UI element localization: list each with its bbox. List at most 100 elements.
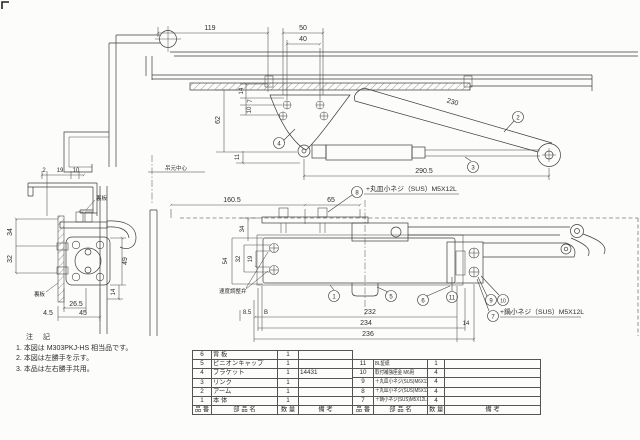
table-row: 5 ピニオンキャップ 1 [192,359,353,370]
dim-49: 49 [122,257,129,265]
table-row: 7 ＋鍋小ネジ(SUS)M5X12L 4 [352,395,541,406]
backplate-label-top: 裏板 [96,194,108,202]
part-qty: 4 [427,395,445,406]
side-view-linework [27,182,137,334]
part-no: 7 [352,395,374,406]
header-part-name: 部 品 名 [373,404,428,416]
callout-5: 5 [389,295,393,301]
sheet-corner-mark [1,1,9,9]
table-row: 10 取付補強座金 M6用 4 [352,368,541,379]
dim-10-side: 10 [73,168,80,174]
speed-valve-label: 速度調整弁 [219,287,247,295]
callout-7: 7 [491,315,495,321]
part-note [298,395,353,407]
dim-19-front: 19 [248,255,254,262]
part-name: ピニオンキャップ [211,359,278,370]
part-name: ブラケット [211,368,278,379]
dim-236: 236 [362,331,374,338]
table-header-row: 品 番 部 品 名 数 量 備 考 [192,405,353,416]
part-qty: 1 [277,349,299,361]
dim-19-side: 19 [57,168,64,174]
dim-4-5: 4.5 [43,310,53,317]
part-no: 8 [352,386,374,397]
dim-7: 7 [248,99,254,103]
part-no: 2 [192,386,212,397]
note-line-3: 3. 本品は左右勝手共用。 [16,365,94,373]
table-row: 6 背 板 1 [192,349,353,361]
header-note: 備 考 [298,405,353,416]
part-no: 9 [352,377,374,388]
part-name: 本 体 [211,395,278,407]
part-name: 背 板 [211,349,278,361]
part-no: 3 [192,377,212,388]
part-note: 14431 [298,368,353,379]
callout-9: 9 [489,299,493,305]
part-qty: 4 [427,386,445,397]
dim-230: 230 [446,98,459,108]
part-note [298,386,353,397]
dim-34-side: 34 [7,228,14,236]
dim-14-side: 14 [111,288,117,295]
dim-119: 119 [204,25,215,32]
table-row: 11 BL証紙 1 [352,358,541,370]
table-row: 3 リンク 1 [192,377,353,388]
part-note [444,368,541,379]
notes-block: 注 記 1. 本図は M303PKJ-HS 相当品です。 2. 本図は左勝手を示… [16,333,132,375]
dim-11: 11 [235,153,241,160]
datum-b: B [264,310,268,316]
header-part-no: 品 番 [352,404,374,416]
part-name: アーム [211,386,278,397]
dim-232: 232 [364,309,376,316]
part-name: ＋鍋小ネジ(SUS)M5X12L [373,395,428,406]
header-part-no: 品 番 [192,405,212,416]
dim-14-front: 14 [463,321,470,327]
part-note [444,377,541,388]
header-qty: 数 量 [277,405,299,416]
part-name: リンク [211,377,278,388]
speed-valve-leaders [245,251,269,290]
part-no: 10 [352,368,374,379]
hinge-center-label: 吊元中心 [165,164,188,172]
part-note [444,386,541,397]
callout-2: 2 [516,116,520,122]
part-qty: 1 [427,358,445,370]
dim-32-front: 32 [236,255,242,262]
parts-table-right: 11 BL証紙 1 10 取付補強座金 M6用 4 9 ＋丸皿小ネジ(SUS)M… [352,358,541,416]
header-note: 備 考 [444,404,541,416]
screw-8-label: +丸皿小ネジ（SUS）M5X12L [366,184,457,193]
dim-62: 62 [215,116,222,124]
part-qty: 4 [427,368,445,379]
part-no: 5 [192,359,212,370]
backplate-leaders [45,199,96,293]
header-qty: 数 量 [427,404,445,416]
dim-14-top: 14 [239,87,245,94]
dim-54: 54 [223,257,229,264]
part-qty: 1 [277,359,299,370]
dim-2: 2 [42,168,46,174]
part-note [444,395,541,406]
part-qty: 1 [277,377,299,388]
part-no: 11 [352,358,374,370]
part-no: 4 [192,368,212,379]
part-qty: 1 [277,368,299,379]
front-view-dimensions [169,203,474,342]
backplate-label-bottom: 裏板 [34,290,46,298]
side-view-dimensions [16,171,126,321]
screw-7-label: +鍋小ネジ（SUS）M5X12L [500,307,584,316]
note-line-2: 2. 本図は左勝手を示す。 [16,355,94,362]
callout-10: 10 [500,299,506,305]
dim-26-5: 26.5 [69,301,83,308]
part-name-text: BL証紙 [375,360,390,367]
part-qty: 4 [427,377,445,388]
callout-6: 6 [421,299,425,305]
part-no: 1 [192,395,212,407]
part-name-text: ＋丸皿小ネジ(SUS)M6X12L [375,379,428,386]
part-note [298,349,353,361]
top-view-linework [63,26,638,173]
dim-160-5: 160.5 [223,197,241,204]
table-row: 9 ＋丸皿小ネジ(SUS)M6X12L 4 [352,377,541,388]
part-name-text: ＋丸皿小ネジ(SUS)M5X12L [375,388,428,395]
callout-1: 1 [332,295,336,301]
dim-8-5: 8.5 [243,310,252,316]
